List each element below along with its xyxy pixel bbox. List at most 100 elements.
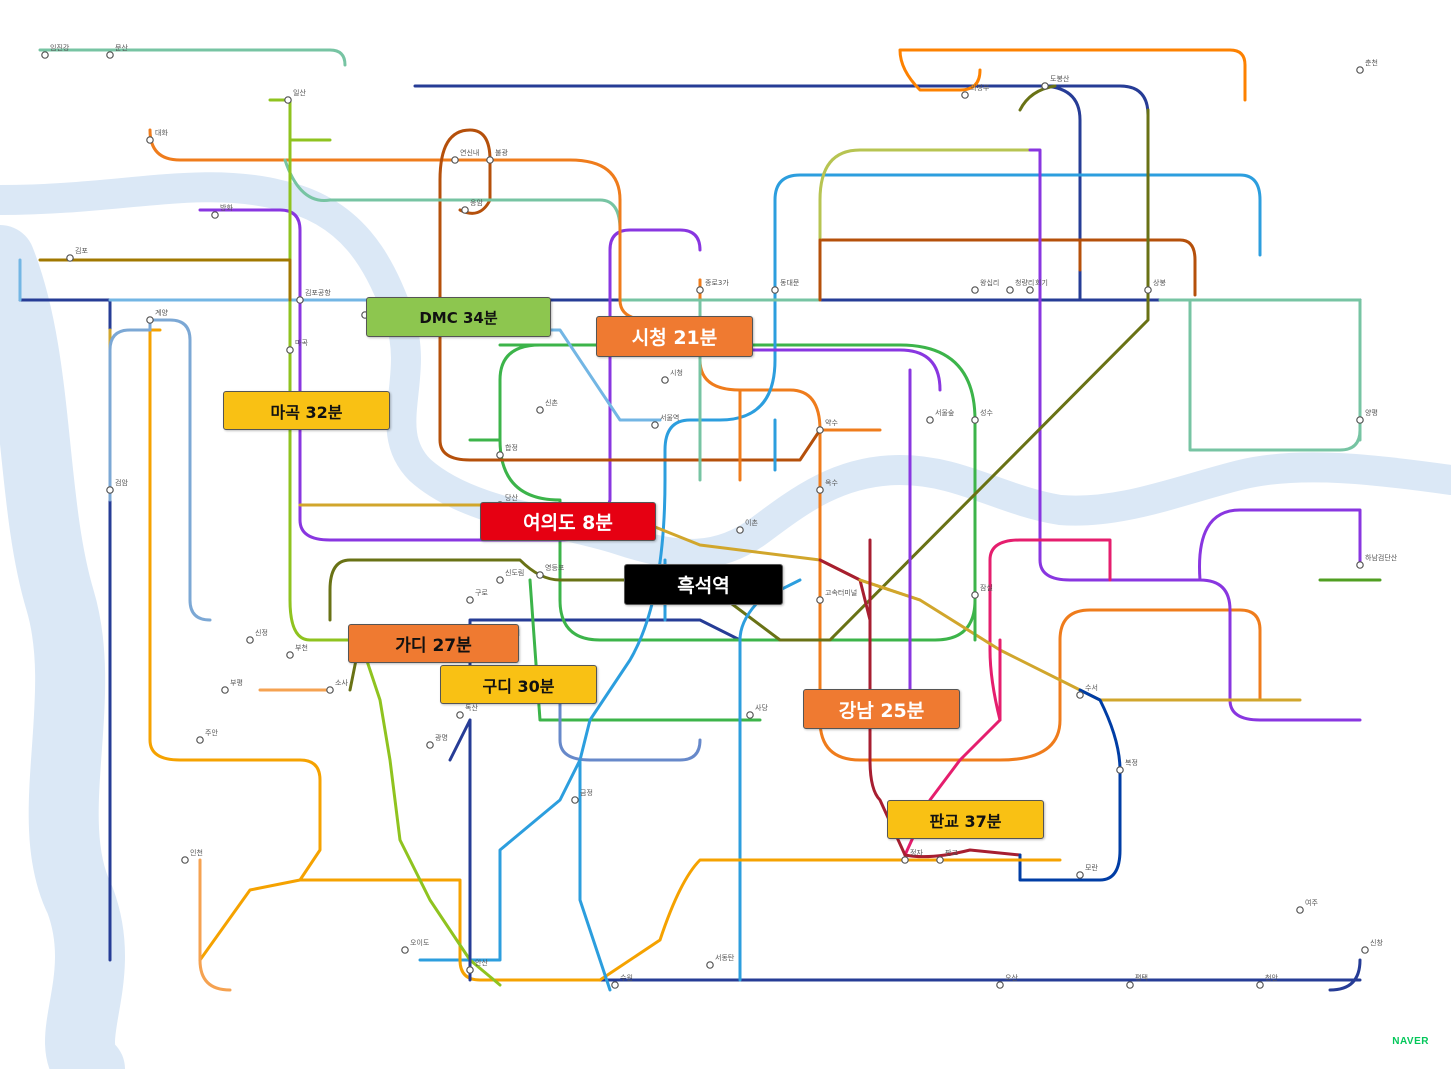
station-gwangmyeong-marker[interactable] <box>426 741 434 749</box>
station-city_hall-label: 시청 <box>670 369 683 377</box>
station-magok-label: 마곡 <box>295 338 308 347</box>
station-seodongtan-marker[interactable] <box>706 961 714 969</box>
station-bokjeong-marker[interactable] <box>1116 766 1124 774</box>
subway-line-incheon1-17 <box>108 318 212 622</box>
station-munsan-marker[interactable] <box>106 51 114 59</box>
station-chuncheon-label: 춘천 <box>1365 58 1378 67</box>
station-express_bus-label: 고속터미널 <box>825 588 857 597</box>
station-yangpyeong-label: 양평 <box>1365 408 1378 417</box>
station-sindorim-marker[interactable] <box>496 576 504 584</box>
subway-line-l2-1 <box>498 343 977 722</box>
station-ansan-marker[interactable] <box>466 966 474 974</box>
subway-line-l4-3 <box>418 173 1262 962</box>
station-hoegi-marker[interactable] <box>1026 286 1034 294</box>
station-oksu-marker[interactable] <box>816 486 824 494</box>
han-river <box>0 172 1451 569</box>
callout-dmc[interactable]: DMC 34분 <box>366 297 551 337</box>
station-dobongsan-marker[interactable] <box>1041 82 1049 90</box>
station-sadang-marker[interactable] <box>746 711 754 719</box>
station-seoul_forest-marker[interactable] <box>926 416 934 424</box>
station-pyeongtaek-label: 평택 <box>1135 973 1148 982</box>
station-magok-marker[interactable] <box>286 346 294 354</box>
station-ichon-marker[interactable] <box>736 526 744 534</box>
station-moran-marker[interactable] <box>1076 871 1084 879</box>
station-gyeyang-marker[interactable] <box>146 316 154 324</box>
station-jeongja-marker[interactable] <box>901 856 909 864</box>
callout-pangyo[interactable]: 판교 37분 <box>887 800 1044 839</box>
station-yangpyeong-marker[interactable] <box>1356 416 1364 424</box>
station-seoul_station-marker[interactable] <box>651 421 659 429</box>
station-uijeongbu-marker[interactable] <box>961 91 969 99</box>
station-ichon-label: 이촌 <box>745 518 758 527</box>
station-banghwa-marker[interactable] <box>211 211 219 219</box>
subway-line-l1-0 <box>18 84 1362 982</box>
station-ilsan-marker[interactable] <box>284 96 292 104</box>
station-eungam-marker[interactable] <box>461 206 469 214</box>
station-sinchang-marker[interactable] <box>1361 946 1369 954</box>
station-daehwa-marker[interactable] <box>146 136 154 144</box>
station-sinchon-marker[interactable] <box>536 406 544 414</box>
station-oido-marker[interactable] <box>401 946 409 954</box>
station-gimpo_airport-marker[interactable] <box>296 296 304 304</box>
station-cheongnyangni-marker[interactable] <box>1006 286 1014 294</box>
station-express_bus-marker[interactable] <box>816 596 824 604</box>
station-jamsil-label: 잠실 <box>980 583 993 592</box>
station-jongno3ga-label: 종로3가 <box>705 278 729 287</box>
station-gimpo-label: 김포 <box>75 247 88 255</box>
station-seodongtan-label: 서동탄 <box>715 953 735 962</box>
station-suwon-marker[interactable] <box>611 981 619 989</box>
station-imjingang-label: 임진강 <box>50 43 70 52</box>
station-guro-marker[interactable] <box>466 596 474 604</box>
station-hanam-marker[interactable] <box>1356 561 1364 569</box>
station-city_hall-marker[interactable] <box>661 376 669 384</box>
station-gimpo-marker[interactable] <box>66 254 74 262</box>
callout-city-hall[interactable]: 시청 21분 <box>596 316 753 357</box>
station-imjingang-marker[interactable] <box>41 51 49 59</box>
station-juan-marker[interactable] <box>196 736 204 744</box>
station-yeonsinnae-label: 연신내 <box>460 148 479 157</box>
callout-guro-digital[interactable]: 구디 30분 <box>440 665 597 704</box>
station-sangbong-marker[interactable] <box>1144 286 1152 294</box>
station-seongsu-label: 성수 <box>980 408 993 417</box>
subway-line-l1-22 <box>448 718 472 982</box>
station-hapjeong-marker[interactable] <box>496 451 504 459</box>
station-suseo-marker[interactable] <box>1076 691 1084 699</box>
callout-gasan[interactable]: 가디 27분 <box>348 624 519 663</box>
station-geomam-marker[interactable] <box>106 486 114 494</box>
station-wangsimni-marker[interactable] <box>971 286 979 294</box>
station-osan-marker[interactable] <box>996 981 1004 989</box>
station-yeoju-marker[interactable] <box>1296 906 1304 914</box>
station-sosa-marker[interactable] <box>326 686 334 694</box>
station-yeongdeungpo-marker[interactable] <box>536 571 544 579</box>
callout-yeouido[interactable]: 여의도 8분 <box>480 502 656 541</box>
station-sosa-label: 소사 <box>335 678 348 687</box>
callout-magok[interactable]: 마곡 32분 <box>223 391 390 430</box>
station-pangyo-marker[interactable] <box>936 856 944 864</box>
station-sinjeong-marker[interactable] <box>246 636 254 644</box>
station-incheon-marker[interactable] <box>181 856 189 864</box>
station-bupyeong-marker[interactable] <box>221 686 229 694</box>
station-pyeongtaek-marker[interactable] <box>1126 981 1134 989</box>
station-munsan-label: 문산 <box>115 43 128 52</box>
station-yeonsinnae-marker[interactable] <box>451 156 459 164</box>
station-moran-label: 모란 <box>1085 864 1098 872</box>
station-seongsu-marker[interactable] <box>971 416 979 424</box>
station-bucheon-marker[interactable] <box>286 651 294 659</box>
station-jamsil-marker[interactable] <box>971 591 979 599</box>
station-geumjeong-marker[interactable] <box>571 796 579 804</box>
station-gimpo_airport-label: 김포공항 <box>305 288 331 297</box>
station-bulgwang-marker[interactable] <box>486 156 494 164</box>
station-chuncheon-marker[interactable] <box>1356 66 1364 74</box>
station-cheonan-marker[interactable] <box>1256 981 1264 989</box>
station-geumjeong-label: 금정 <box>580 788 593 797</box>
callout-gangnam[interactable]: 강남 25분 <box>803 689 960 729</box>
station-dongdaemun-marker[interactable] <box>771 286 779 294</box>
station-doksan-marker[interactable] <box>456 711 464 719</box>
station-ilsan-label: 일산 <box>293 88 306 97</box>
subway-line-l8-7 <box>903 538 1112 857</box>
station-yaksu-marker[interactable] <box>816 426 824 434</box>
station-sinchon-label: 신촌 <box>545 398 558 407</box>
station-jongno3ga-marker[interactable] <box>696 286 704 294</box>
station-bokjeong-label: 복정 <box>1125 758 1138 767</box>
callout-heukseok[interactable]: 흑석역 <box>624 564 783 605</box>
